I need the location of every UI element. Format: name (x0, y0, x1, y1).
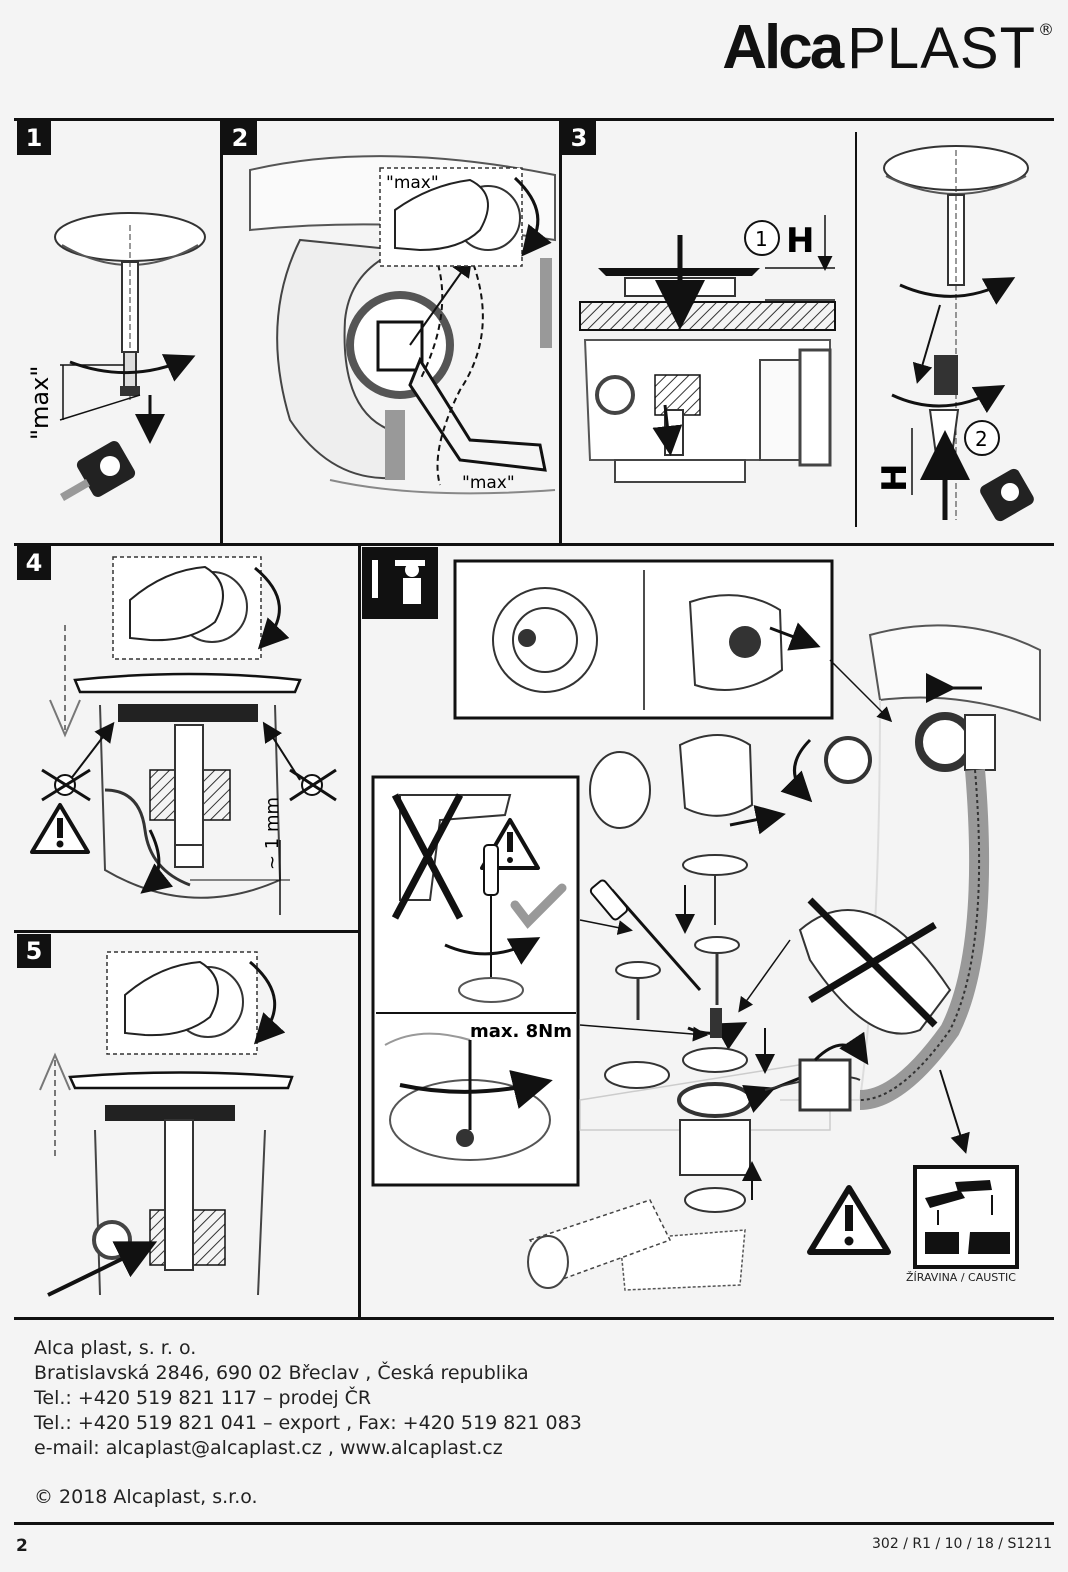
step4-gap-label: ~ 1 mm (262, 797, 283, 870)
step1-stopper (54, 212, 206, 444)
email-web: e-mail: alcaplast@alcaplast.cz , www.alc… (34, 1437, 503, 1459)
waste-overflow-assembly (527, 624, 1041, 1291)
torque-instructions-box (371, 775, 580, 1187)
step-number-1: 1 (17, 121, 51, 155)
divider-4-5 (14, 930, 361, 933)
step2-max-label-top: "max" (386, 173, 439, 193)
export-phone-fax: Tel.: +420 519 821 041 – export , Fax: +… (34, 1412, 582, 1434)
grille-detail-box (453, 559, 834, 720)
step4-warning-icon (30, 803, 90, 854)
step-number-5: 5 (17, 934, 51, 968)
document-reference: 302 / R1 / 10 / 18 / S1211 (872, 1536, 1052, 1552)
step-number-3: 3 (562, 121, 596, 155)
brand-logo-light: PLAST (847, 16, 1036, 81)
step1-max-label: "max" (26, 366, 54, 440)
step-number-2: 2 (223, 121, 257, 155)
company-address: Bratislavská 2846, 690 02 Břeclav , Česk… (34, 1362, 529, 1384)
step3-section-view (579, 215, 836, 483)
sales-phone: Tel.: +420 519 821 117 – prodej ČR (34, 1387, 372, 1409)
registered-mark: ® (1038, 20, 1054, 39)
divider-3-sub (855, 132, 857, 527)
bottom-rule (14, 1317, 1054, 1320)
step4-no-lubricant-icon-left (41, 768, 91, 802)
step2-hand-detail (379, 167, 552, 267)
row-rule (14, 543, 1054, 546)
divider-1-2 (220, 118, 223, 545)
step2-max-label-bottom: "max" (462, 473, 515, 493)
warning-icon-large (807, 1185, 891, 1255)
step3-measure-view (883, 145, 1034, 522)
caustic-label: ŽÍRAVINA / CAUSTIC (906, 1271, 1016, 1284)
brand-logo-bold: Alca (722, 13, 844, 82)
step4-section-view (49, 625, 302, 915)
company-name: Alca plast, s. r. o. (34, 1337, 197, 1359)
step3-height-label-1: H (786, 221, 814, 261)
page-number: 2 (16, 1536, 28, 1556)
torque-label: max. 8Nm (470, 1021, 572, 1042)
copyright: © 2018 Alcaplast, s.r.o. (34, 1486, 258, 1508)
step5-hand-detail (106, 951, 286, 1055)
footer-rule (14, 1522, 1054, 1525)
step3-callout-2: 2 (975, 427, 988, 451)
step4-no-lubricant-icon-right (289, 768, 337, 802)
brand-logo: Alca PLAST ® (722, 12, 1054, 83)
company-contact-block: Alca plast, s. r. o. Bratislavská 2846, … (34, 1336, 582, 1461)
step3-callout-1: 1 (755, 227, 768, 251)
step1-tape-measure-icon (60, 441, 136, 501)
top-rule (14, 118, 1054, 121)
tools-icon (362, 547, 438, 619)
step3-height-label-2: H (875, 464, 915, 492)
step5-section-view (39, 1052, 294, 1297)
step-number-4: 4 (17, 546, 51, 580)
caustic-hazard-icon (913, 1165, 1019, 1269)
divider-2-3 (559, 118, 562, 545)
step4-hand-detail (112, 556, 290, 660)
